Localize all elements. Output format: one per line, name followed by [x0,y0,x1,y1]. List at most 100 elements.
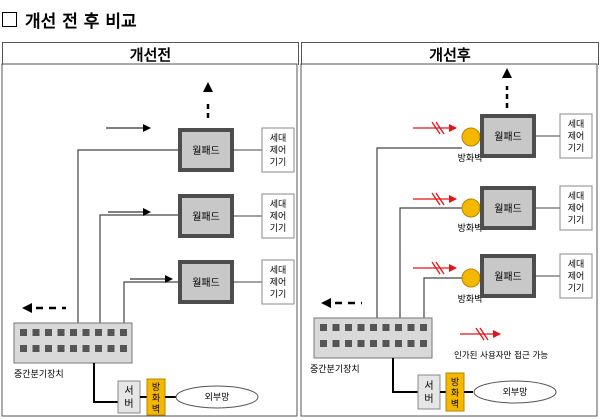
svg-text:중간분기장치: 중간분기장치 [14,368,64,380]
svg-text:세대: 세대 [270,133,287,144]
svg-text:기기: 기기 [270,157,287,168]
title-text: 개선 전 후 비교 [25,11,137,32]
wallpad-2: 월패드 [178,194,234,238]
legend: 인가된 사용자만 접근 가능 [454,327,548,361]
svg-text:세대: 세대 [568,119,585,130]
external-network: 외부망 [175,385,259,409]
svg-text:방: 방 [152,382,160,393]
switch-port [370,340,377,347]
switch-port [95,329,102,336]
household-device-1: 세대 제어 기기 [261,127,295,173]
svg-text:제어: 제어 [568,271,585,282]
firewall-node-1: 방화벽 [458,127,483,164]
before-heading-text: 개선전 [129,45,172,64]
svg-text:외부망: 외부망 [205,391,230,403]
svg-text:버: 버 [424,393,433,405]
svg-text:월패드: 월패드 [192,277,220,289]
switch-port [120,345,127,352]
household-device-1: 세대 제어 기기 [559,113,593,159]
server-box: 서 버 [417,374,441,410]
switch-port [20,345,27,352]
external-network: 외부망 [473,380,557,404]
svg-text:월패드: 월패드 [192,145,220,157]
switch-port [382,324,390,331]
switch-port [20,329,27,336]
switch-port [382,340,390,347]
switch-port [95,345,102,352]
switch-port [345,324,352,331]
svg-text:방화벽: 방화벽 [458,153,483,164]
switch-port [320,324,327,331]
switch-port [345,340,352,347]
left-arrow-icon [22,303,32,313]
switch-port [45,329,52,336]
svg-text:서: 서 [124,385,133,397]
switch-port [57,329,65,336]
svg-text:방: 방 [451,377,459,388]
switch-port [45,345,52,352]
link-line [77,149,180,325]
switch-port [407,324,415,331]
svg-text:버: 버 [124,398,133,410]
svg-text:기기: 기기 [568,215,585,226]
svg-text:제어: 제어 [270,277,287,288]
svg-text:외부망: 외부망 [503,386,528,398]
intermediate-switch: 중간분기장치 [13,322,133,380]
switch-port [357,340,365,347]
svg-text:제어: 제어 [270,211,287,222]
link-line [99,214,180,325]
page-title: 개선 전 후 비교 [2,6,137,32]
switch-port [370,324,377,331]
wallpad-2: 월패드 [480,186,536,230]
left-arrow-icon [321,298,331,308]
svg-text:월패드: 월패드 [192,211,220,223]
svg-text:월패드: 월패드 [494,131,522,143]
svg-text:제어: 제어 [270,145,287,156]
switch-port [407,340,415,347]
switch-port [32,329,40,336]
switch-port [120,329,127,336]
svg-text:기기: 기기 [568,283,585,294]
svg-text:화: 화 [451,388,459,399]
legend-text: 인가된 사용자만 접근 가능 [454,350,548,361]
switch-port [357,324,365,331]
before-heading: 개선전 [2,42,299,65]
svg-text:방화벽: 방화벽 [458,294,483,305]
switch-port [395,324,402,331]
svg-text:세대: 세대 [568,259,585,270]
switch-port [332,340,340,347]
wallpad-1: 월패드 [480,114,536,158]
svg-text:제어: 제어 [568,131,585,142]
svg-text:기기: 기기 [270,289,287,300]
switch-port [57,345,65,352]
checkbox-icon [2,11,17,27]
switch-port [82,329,90,336]
switch-port [420,340,427,347]
firewall-node-3: 방화벽 [458,268,483,305]
switch-port [395,340,402,347]
svg-text:월패드: 월패드 [494,271,522,283]
server-box: 서 버 [117,380,141,414]
switch-port [70,345,77,352]
up-arrow-icon [203,82,213,92]
intermediate-switch: 중간분기장치 [310,317,433,375]
svg-text:기기: 기기 [270,223,287,234]
link-line [123,281,180,325]
firewall-box: 방 화 벽 [445,372,465,412]
household-device-2: 세대 제어 기기 [261,193,295,239]
wallpad-3: 월패드 [480,254,536,298]
svg-text:중간분기장치: 중간분기장치 [310,363,360,375]
svg-text:세대: 세대 [270,265,287,276]
wallpad-3: 월패드 [178,260,234,304]
svg-text:벽: 벽 [152,404,160,415]
svg-text:화: 화 [152,393,160,404]
firewall-node-2: 방화벽 [458,198,483,234]
wallpad-1: 월패드 [178,128,234,172]
after-heading-text: 개선후 [429,45,471,64]
household-device-3: 세대 제어 기기 [559,253,593,299]
firewall-box: 방 화 벽 [146,378,166,416]
svg-text:기기: 기기 [568,143,585,154]
svg-text:제어: 제어 [568,203,585,214]
svg-text:방화벽: 방화벽 [458,223,483,234]
switch-port [70,329,77,336]
